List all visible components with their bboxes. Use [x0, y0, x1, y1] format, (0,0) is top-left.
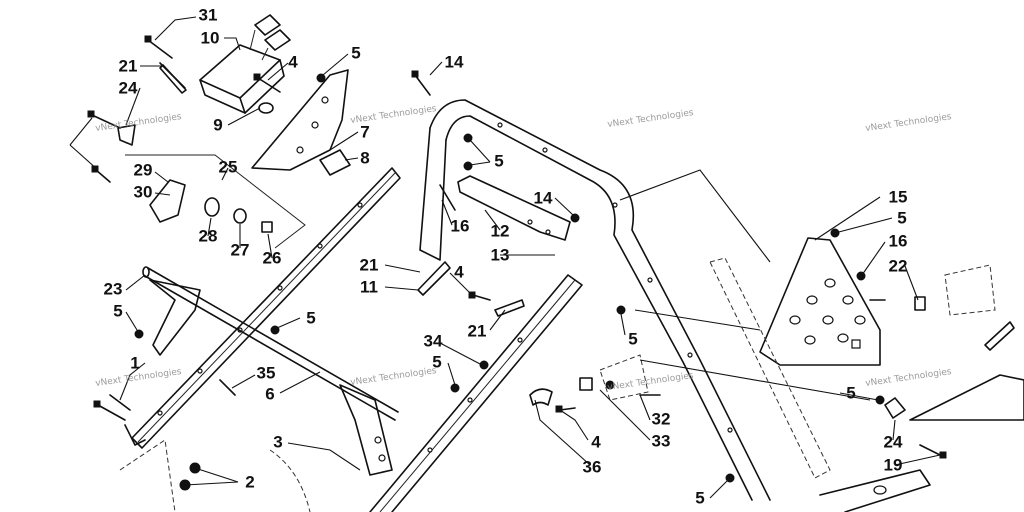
callout-label: 4: [454, 262, 464, 282]
callout-label: 32: [651, 409, 671, 429]
callout-label: 31: [198, 5, 218, 25]
callout-label: 13: [490, 245, 510, 265]
callout-label: 3: [273, 432, 283, 452]
callout-label: 11: [360, 277, 378, 297]
callout-label: 12: [490, 221, 510, 241]
callout-label: 5: [306, 308, 316, 328]
mounting-bracket-plate: [251, 69, 351, 176]
callout-label: 22: [888, 256, 908, 276]
callout-label: 7: [360, 122, 370, 142]
callout-label: 36: [582, 457, 602, 477]
triangular-bracket: [709, 237, 881, 479]
pivot-assembly: [117, 124, 306, 249]
callout-label: 19: [883, 455, 903, 475]
callout-label: 1: [130, 353, 140, 373]
electronic-module: [199, 14, 291, 114]
callout-label: 4: [288, 52, 298, 72]
callout-label: 10: [200, 28, 220, 48]
callout-label: 33: [651, 431, 671, 451]
callout-label: 5: [494, 151, 504, 171]
leader-lines: [69, 16, 941, 499]
callout-label: 24: [118, 78, 138, 98]
callout-label: 26: [262, 248, 282, 268]
callout-label: 5: [628, 329, 638, 349]
callout-label: 6: [265, 384, 275, 404]
main-frame-loop: [419, 99, 771, 501]
callout-label: 35: [256, 363, 276, 383]
callout-label: 14: [444, 52, 464, 72]
callout-label: 16: [888, 231, 908, 251]
callout-label: 4: [591, 432, 601, 452]
callout-label: 5: [695, 488, 705, 508]
lower-frame-rail: [369, 274, 583, 512]
callout-label: 21: [118, 56, 138, 76]
callout-label: 2: [245, 472, 255, 492]
straps: [159, 64, 1015, 351]
callout-label: 5: [113, 301, 123, 321]
callout-label: 27: [230, 240, 250, 260]
callout-label: 5: [846, 383, 856, 403]
callout-label: 21: [467, 321, 487, 341]
callout-label: 5: [897, 208, 907, 228]
callout-label: 5: [432, 352, 442, 372]
callout-label: 21: [359, 255, 379, 275]
callout-label: 8: [360, 148, 370, 168]
callout-label: 9: [213, 115, 223, 135]
bolts: [87, 35, 947, 459]
diagonal-support-bar: [124, 167, 401, 449]
cross-tube: [142, 266, 399, 476]
callout-label: 16: [450, 216, 470, 236]
callout-label: 5: [351, 43, 361, 63]
callout-label: 34: [423, 331, 443, 351]
callout-label: 24: [883, 432, 903, 452]
callout-label: 29: [133, 160, 153, 180]
callout-label: 28: [198, 226, 218, 246]
callout-label: 30: [133, 182, 153, 202]
dashed-components: [119, 264, 996, 512]
bracket-12: [457, 175, 571, 241]
callout-label: 14: [533, 188, 553, 208]
callout-label: 15: [888, 187, 908, 207]
lower-right-bracket: [819, 374, 1024, 512]
callout-label: 25: [218, 157, 238, 177]
callout-label: 23: [103, 279, 123, 299]
